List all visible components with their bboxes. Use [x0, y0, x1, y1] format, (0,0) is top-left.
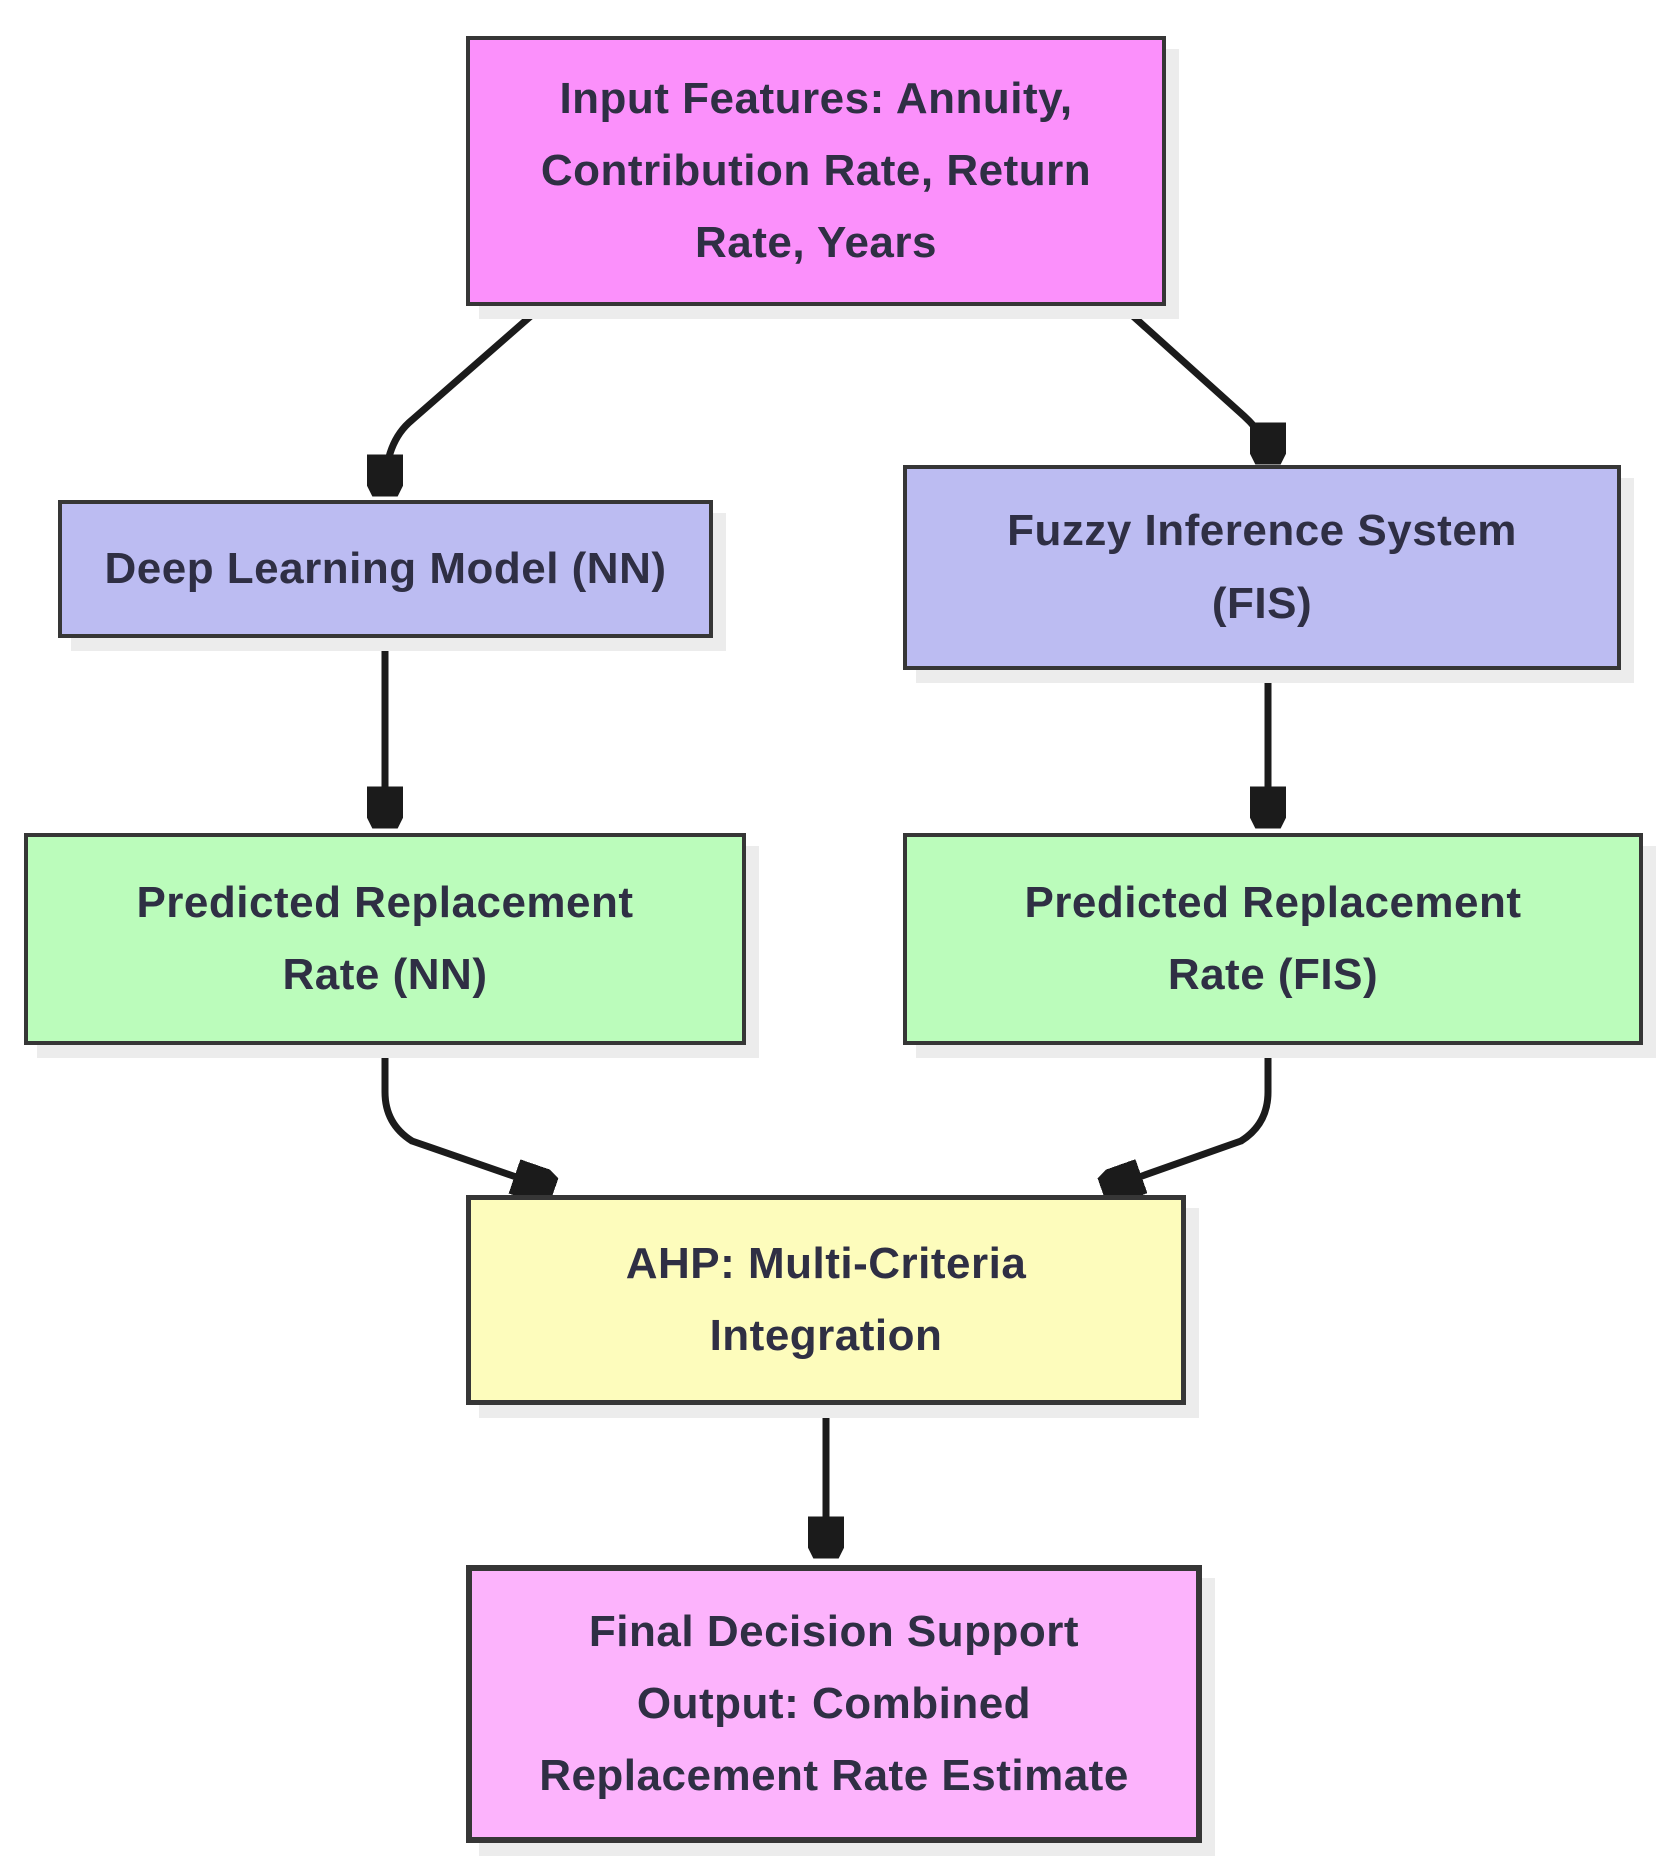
- node-predicted-rate-nn: Predicted Replacement Rate (NN): [24, 833, 746, 1045]
- edge-pred-nn-to-ahp: [381, 1047, 548, 1188]
- edge-pred-fis-to-ahp: [1108, 1047, 1272, 1188]
- node-ahp-integration: AHP: Multi-Criteria Integration: [466, 1195, 1186, 1405]
- node-final-output-label: Final Decision Support Output: Combined …: [539, 1606, 1129, 1801]
- edge-input-to-nn: [385, 305, 543, 490]
- node-input-features: Input Features: Annuity, Contribution Ra…: [466, 36, 1166, 306]
- node-deep-learning-model: Deep Learning Model (NN): [58, 500, 713, 638]
- node-predicted-rate-nn-label: Predicted Replacement Rate (NN): [136, 877, 634, 999]
- node-ahp-integration-label: AHP: Multi-Criteria Integration: [625, 1238, 1027, 1360]
- node-fuzzy-inference-system-label: Fuzzy Inference System (FIS): [1007, 506, 1517, 628]
- node-predicted-rate-fis-label: Predicted Replacement Rate (FIS): [1024, 877, 1522, 999]
- node-fuzzy-inference-system: Fuzzy Inference System (FIS): [903, 465, 1621, 670]
- node-final-output: Final Decision Support Output: Combined …: [466, 1565, 1202, 1843]
- node-predicted-rate-fis: Predicted Replacement Rate (FIS): [903, 833, 1643, 1045]
- node-input-features-label: Input Features: Annuity, Contribution Ra…: [540, 73, 1092, 268]
- node-deep-learning-model-label: Deep Learning Model (NN): [104, 543, 667, 593]
- edge-input-to-fis: [1121, 305, 1268, 458]
